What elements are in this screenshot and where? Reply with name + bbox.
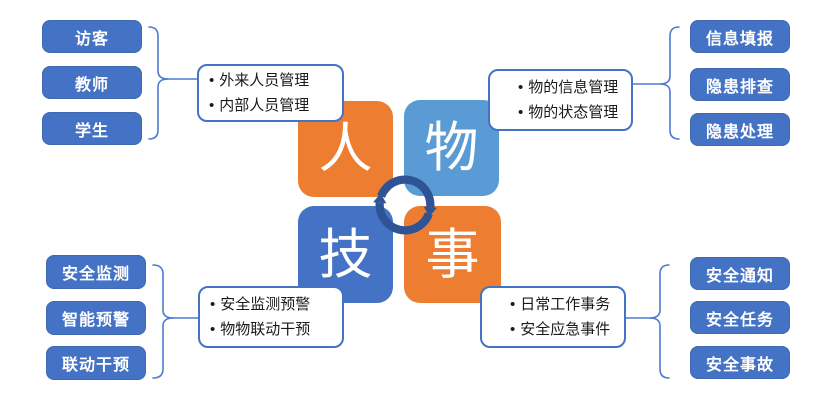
bullet-item: 物的状态管理 — [518, 100, 631, 125]
quadrant-person: 人 — [298, 101, 393, 197]
tag-student: 学生 — [42, 112, 142, 145]
tag-teacher: 教师 — [42, 66, 142, 99]
brace-top-right — [632, 26, 680, 140]
bullet-box-tech-management: 安全监测预警 物物联动干预 — [198, 286, 344, 348]
brace-top-left — [148, 26, 198, 140]
tag-safety-notice: 安全通知 — [690, 257, 790, 290]
person-character: 人 — [318, 117, 373, 180]
bullet-box-things-management: 物的信息管理 物的状态管理 — [488, 69, 633, 131]
bullet-item: 物物联动干预 — [210, 317, 342, 342]
tag-safety-monitoring: 安全监测 — [46, 255, 146, 289]
bullet-item: 安全监测预警 — [210, 292, 342, 317]
tag-smart-warning: 智能预警 — [46, 301, 146, 335]
bullet-box-affairs-management: 日常工作事务 安全应急事件 — [480, 286, 626, 348]
cycle-arrows-icon — [373, 175, 437, 235]
bullet-item: 日常工作事务 — [510, 292, 624, 317]
bullet-item: 外来人员管理 — [209, 68, 342, 93]
tag-visitor: 访客 — [42, 20, 142, 53]
affairs-character: 事 — [425, 222, 480, 286]
bullet-box-person-management: 外来人员管理 内部人员管理 — [197, 64, 344, 122]
tag-info-report: 信息填报 — [690, 20, 790, 53]
brace-bottom-left — [152, 264, 199, 379]
bullet-item: 物的信息管理 — [518, 75, 631, 100]
things-character: 物 — [424, 116, 479, 179]
bullet-item: 安全应急事件 — [510, 317, 624, 342]
tag-safety-task: 安全任务 — [690, 301, 790, 334]
bullet-item: 内部人员管理 — [209, 93, 342, 118]
brace-bottom-right — [625, 264, 670, 379]
tag-safety-accident: 安全事故 — [690, 346, 790, 379]
tag-hazard-handling: 隐患处理 — [690, 113, 790, 146]
tag-hazard-check: 隐患排查 — [690, 68, 790, 101]
tag-linkage-intervention: 联动干预 — [46, 346, 146, 380]
tech-character: 技 — [318, 222, 373, 286]
